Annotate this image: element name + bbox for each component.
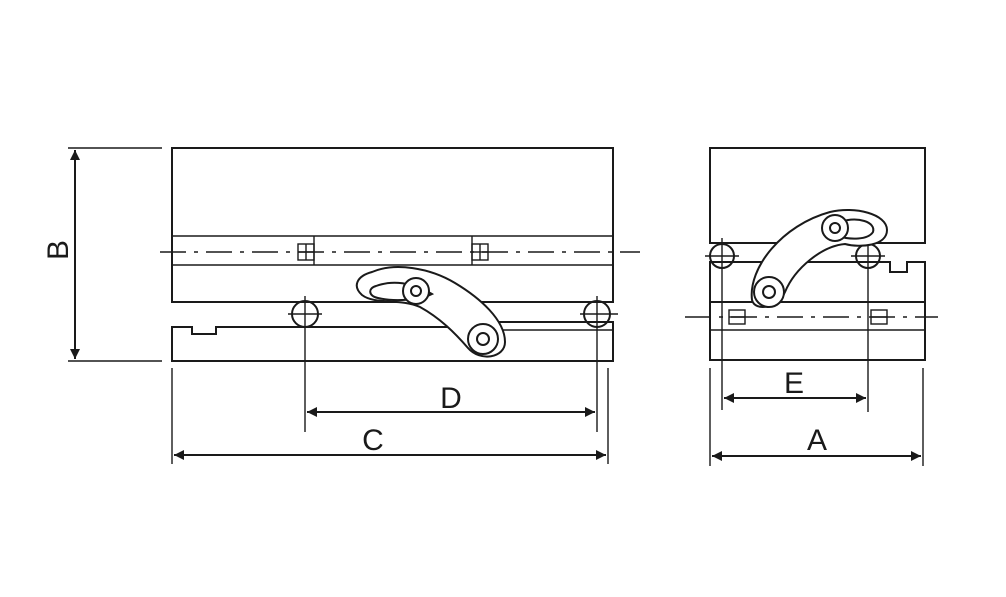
dimension-d: D <box>307 382 595 417</box>
label-a: A <box>807 424 827 457</box>
front-view: B D C <box>42 147 640 464</box>
dimension-e: E <box>724 367 866 403</box>
label-e: E <box>784 367 804 400</box>
label-c: C <box>362 424 384 457</box>
front-pin-left <box>297 236 315 265</box>
side-pin-right <box>870 309 888 325</box>
dimension-c: C <box>171 368 609 464</box>
front-base-plate <box>171 321 614 362</box>
side-locating-pin-left <box>705 238 739 410</box>
front-clamp-arm <box>355 266 507 358</box>
front-locating-pin-left <box>288 296 322 432</box>
side-pin-left <box>728 309 746 325</box>
side-middle-strip <box>709 261 926 303</box>
side-view: E A <box>685 147 938 466</box>
label-d: D <box>440 382 462 415</box>
front-locating-pin-right <box>580 296 618 432</box>
label-b: B <box>42 240 75 260</box>
dimension-a: A <box>709 368 924 466</box>
dimension-b: B <box>42 147 162 362</box>
side-clamp-arm <box>750 209 889 308</box>
front-pin-right <box>471 236 489 265</box>
side-base <box>709 301 926 361</box>
